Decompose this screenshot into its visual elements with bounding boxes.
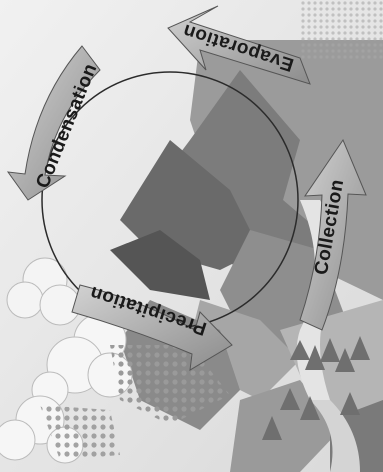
snow-speckles (300, 0, 383, 60)
